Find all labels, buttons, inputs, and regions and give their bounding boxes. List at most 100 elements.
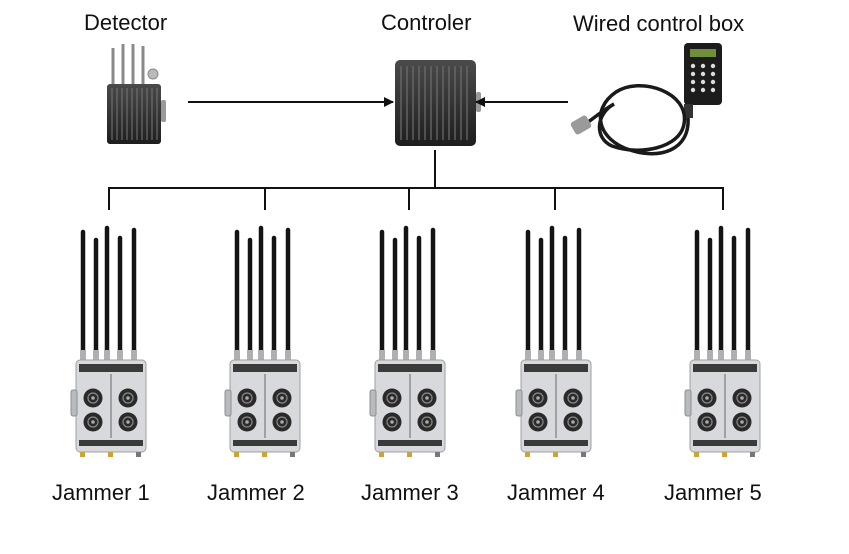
jammer-label-1: Jammer 1	[52, 480, 150, 505]
antenna-connector	[117, 350, 123, 360]
fan-ring	[532, 416, 544, 428]
fan-ring	[567, 416, 579, 428]
side-handle	[684, 389, 692, 417]
antenna-connector	[285, 350, 291, 360]
fan-ring	[736, 416, 748, 428]
antenna-connector	[416, 350, 422, 360]
fan-ring	[276, 392, 288, 404]
fan-hub	[740, 420, 744, 424]
antenna-connector	[538, 350, 544, 360]
fan-hub	[571, 396, 575, 400]
fan-hub	[571, 420, 575, 424]
fan-ring	[87, 416, 99, 428]
fan-hub	[705, 420, 709, 424]
antenna-connector	[104, 350, 110, 360]
antenna-connector	[745, 350, 751, 360]
connector	[525, 452, 530, 457]
connector	[136, 452, 141, 457]
connector	[262, 452, 267, 457]
jammer-device-3	[369, 225, 446, 457]
fan-ring	[241, 392, 253, 404]
fan-ring	[87, 392, 99, 404]
fan-hub	[91, 396, 95, 400]
connector	[694, 452, 699, 457]
fan-hub	[126, 420, 130, 424]
top-vent	[79, 364, 143, 372]
fan-ring	[421, 416, 433, 428]
antenna-connector	[731, 350, 737, 360]
fan-hub	[536, 420, 540, 424]
antenna-connector	[80, 350, 86, 360]
jammer-label-5: Jammer 5	[664, 480, 762, 505]
jammer-device-1	[70, 225, 147, 457]
fan-hub	[126, 396, 130, 400]
fan-hub	[390, 396, 394, 400]
fan-hub	[425, 420, 429, 424]
antenna-connector	[131, 350, 137, 360]
detector-device	[107, 44, 166, 144]
fan-ring	[701, 392, 713, 404]
antenna-connector	[576, 350, 582, 360]
bottom-vent	[693, 440, 757, 446]
fan-hub	[280, 420, 284, 424]
detector-label: Detector	[84, 10, 168, 35]
fan-hub	[536, 396, 540, 400]
fan-hub	[740, 396, 744, 400]
antenna-connector	[379, 350, 385, 360]
antenna-connector	[430, 350, 436, 360]
fan-hub	[91, 420, 95, 424]
bottom-vent	[524, 440, 588, 446]
antenna-connector	[549, 350, 555, 360]
connector	[435, 452, 440, 457]
top-vent	[524, 364, 588, 372]
fan-ring	[241, 416, 253, 428]
wired-control-box-device	[570, 43, 722, 156]
jammer-label-2: Jammer 2	[207, 480, 305, 505]
connector	[407, 452, 412, 457]
antenna-connector	[258, 350, 264, 360]
jammer-device-4	[515, 225, 592, 457]
bottom-vent	[79, 440, 143, 446]
bottom-vent	[378, 440, 442, 446]
fan-hub	[705, 396, 709, 400]
antenna-connector	[707, 350, 713, 360]
top-vent	[233, 364, 297, 372]
fan-hub	[425, 396, 429, 400]
fan-ring	[421, 392, 433, 404]
fan-ring	[736, 392, 748, 404]
connector	[108, 452, 113, 457]
bottom-vent	[233, 440, 297, 446]
antenna-connector	[525, 350, 531, 360]
connector	[379, 452, 384, 457]
side-handle	[369, 389, 377, 417]
wired-control-box-label: Wired control box	[573, 11, 745, 36]
antenna-connector	[234, 350, 240, 360]
antenna-connector	[93, 350, 99, 360]
side-handle	[70, 389, 78, 417]
fan-ring	[532, 392, 544, 404]
fan-ring	[386, 416, 398, 428]
connector	[722, 452, 727, 457]
controller-label: Controler	[381, 10, 472, 35]
top-vent	[378, 364, 442, 372]
side-handle	[224, 389, 232, 417]
fan-hub	[280, 396, 284, 400]
top-vent	[693, 364, 757, 372]
side-handle	[515, 389, 523, 417]
connector	[290, 452, 295, 457]
connector	[553, 452, 558, 457]
antenna-connector	[694, 350, 700, 360]
jammer-label-4: Jammer 4	[507, 480, 605, 505]
fan-ring	[701, 416, 713, 428]
distribution-lines	[108, 150, 724, 210]
connector	[80, 452, 85, 457]
fan-hub	[245, 420, 249, 424]
antenna-connector	[403, 350, 409, 360]
jammer-device-2	[224, 225, 301, 457]
antenna-connector	[392, 350, 398, 360]
fan-hub	[390, 420, 394, 424]
fan-ring	[122, 392, 134, 404]
fan-ring	[386, 392, 398, 404]
fan-hub	[245, 396, 249, 400]
